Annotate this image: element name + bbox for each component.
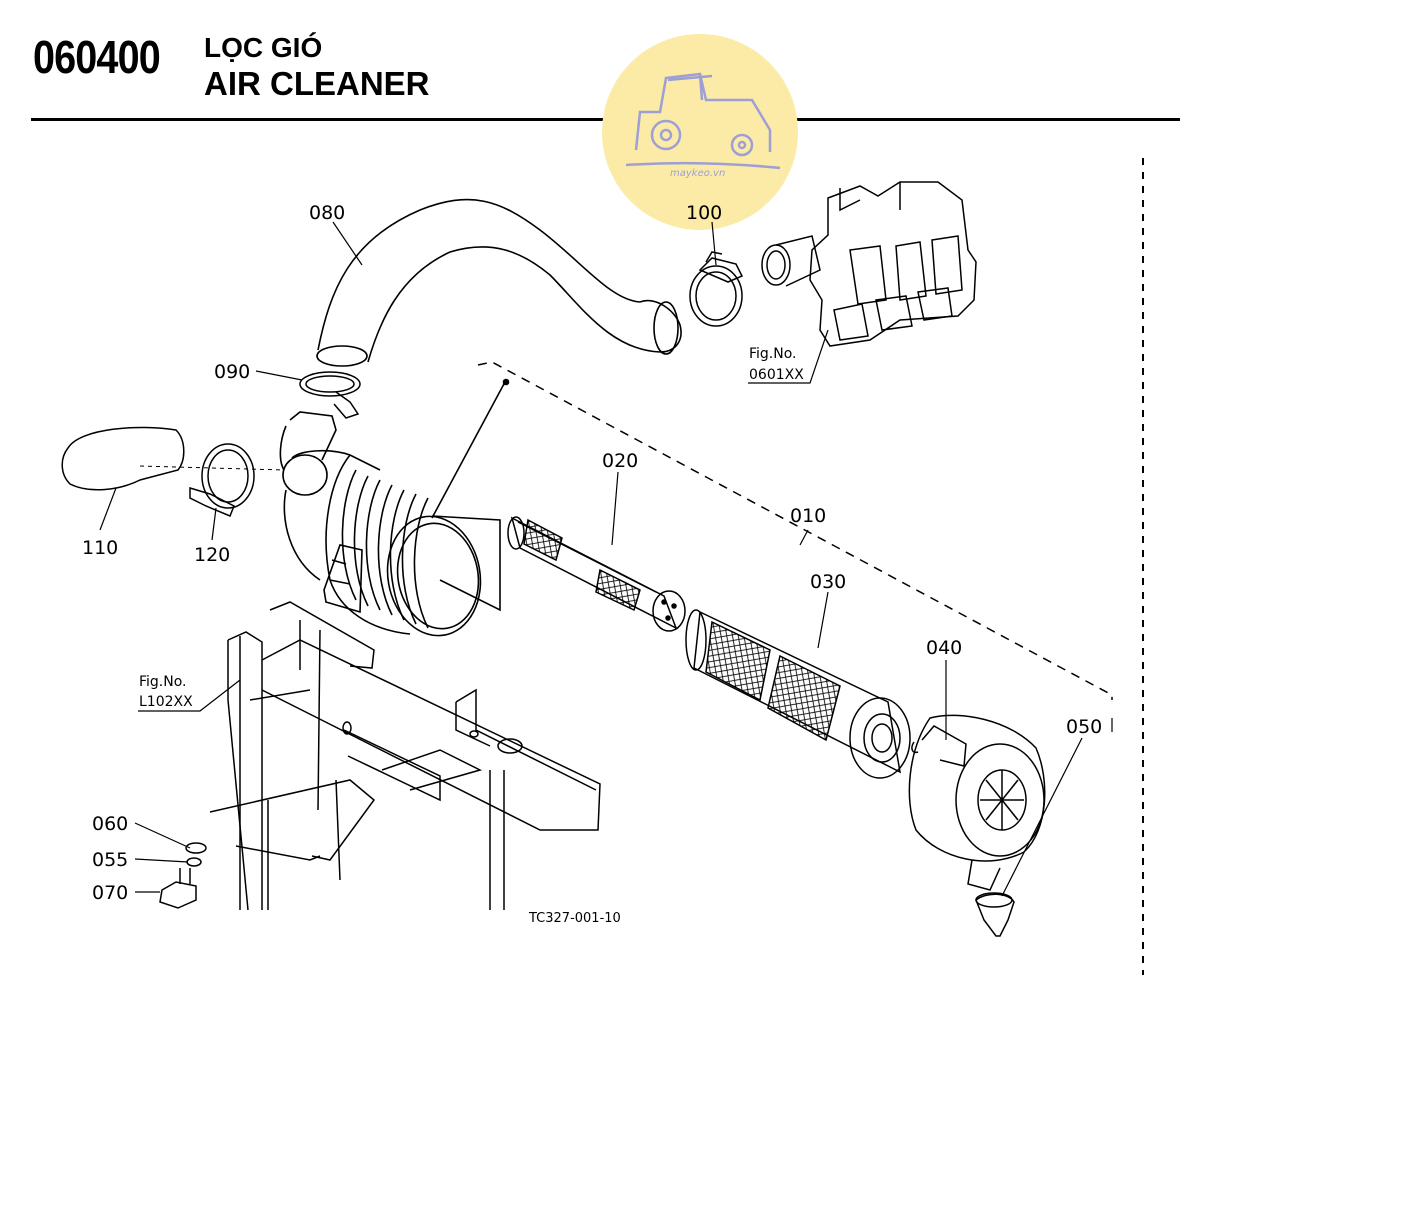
assembly-bracket [477, 361, 1113, 700]
section-code: 060400 [33, 31, 161, 83]
callout-055: 055 [92, 849, 128, 871]
callout-070: 070 [92, 882, 128, 904]
clamp-100 [689, 251, 744, 327]
watermark-logo: maykeo.vn [602, 34, 798, 230]
hose-080 [316, 198, 682, 367]
watermark-text: maykeo.vn [670, 168, 725, 179]
outer-filter-030 [685, 609, 911, 779]
callout-040: 040 [926, 637, 962, 659]
inner-filter-020 [507, 516, 686, 632]
title-english: AIR CLEANER [204, 65, 430, 102]
callout-110: 110 [82, 537, 118, 559]
callout-100: 100 [686, 202, 722, 224]
figref-engine-code: 0601XX [749, 367, 804, 383]
tractor-icon [625, 72, 781, 170]
dust-cover-040 [908, 714, 1046, 862]
dust-valve-050 [967, 859, 1015, 937]
callout-080: 080 [309, 202, 345, 224]
support-frame [209, 601, 601, 911]
figref-engine-label: Fig.No. [749, 346, 797, 362]
elbow-hose-110 [61, 426, 285, 491]
clamp-120 [189, 443, 255, 517]
bolt-set [159, 842, 207, 909]
drawing-number: TC327-001-10 [528, 911, 621, 926]
air-cleaner-housing [279, 378, 510, 637]
callout-060: 060 [92, 813, 128, 835]
callout-120: 120 [194, 544, 230, 566]
callout-020: 020 [602, 450, 638, 472]
callout-010: 010 [790, 505, 826, 527]
callout-030: 030 [810, 571, 846, 593]
clamp-090 [299, 371, 361, 419]
figref-frame-code: L102XX [139, 694, 193, 710]
callout-090: 090 [214, 361, 250, 383]
callout-050: 050 [1066, 716, 1102, 738]
leader-lines [99, 221, 1113, 897]
title-vietnamese: LỌC GIÓ [204, 32, 323, 63]
intake-manifold [761, 181, 977, 347]
figref-frame-label: Fig.No. [139, 674, 187, 690]
